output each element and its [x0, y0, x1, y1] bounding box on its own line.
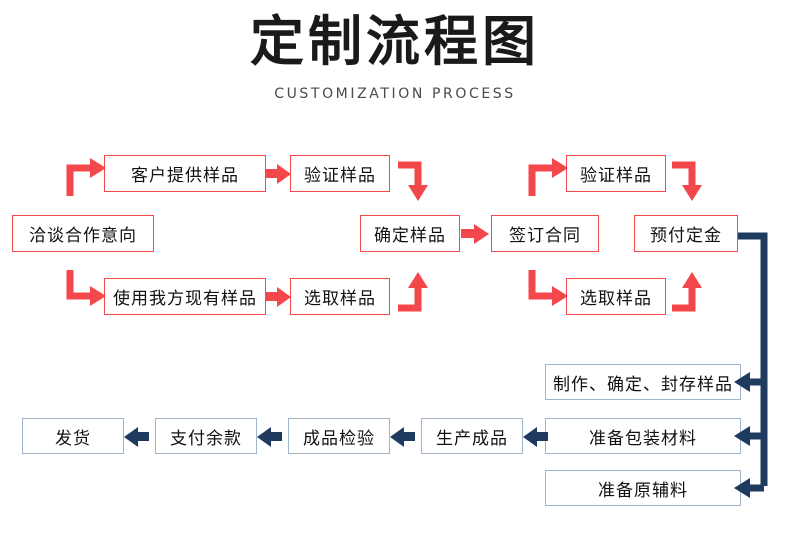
node-select-sample-left[interactable]: 选取样品	[290, 278, 390, 315]
node-ship-goods[interactable]: 发货	[22, 418, 124, 454]
arrow-elbow-up-right-to-customer-sample	[66, 158, 106, 196]
arrow-right-use-existing-to-select-sample	[266, 287, 291, 307]
arrow-elbow-right-up-from-select-sample-right	[672, 272, 702, 312]
arrow-left-produce-to-inspection	[390, 427, 415, 447]
node-use-our-existing-sample[interactable]: 使用我方现有样品	[104, 278, 266, 315]
arrow-left-packaging-to-produce	[523, 427, 548, 447]
arrow-elbow-right-up-from-select-sample-left	[398, 272, 428, 312]
arrow-elbow-right-down-from-verify-left	[398, 161, 428, 201]
arrow-elbow-right-down-from-verify-right	[672, 161, 702, 201]
node-pay-balance[interactable]: 支付余款	[155, 418, 257, 454]
arrow-elbow-down-right-to-use-existing-sample	[66, 270, 106, 306]
node-prepare-raw-material[interactable]: 准备原辅料	[545, 470, 741, 506]
page-title: 定制流程图	[250, 10, 540, 73]
node-negotiate-cooperation[interactable]: 洽谈合作意向	[12, 215, 154, 252]
node-verify-sample-right[interactable]: 验证样品	[566, 155, 666, 192]
node-select-sample-right[interactable]: 选取样品	[566, 278, 666, 315]
node-finished-product-inspection[interactable]: 成品检验	[288, 418, 390, 454]
node-prepare-packaging-material[interactable]: 准备包装材料	[545, 418, 741, 454]
blue-distribution-trunk	[734, 232, 768, 498]
arrow-left-inspection-to-pay-balance	[257, 427, 282, 447]
node-confirm-sample[interactable]: 确定样品	[360, 215, 460, 252]
arrow-elbow-down-right-to-select-sample-right	[528, 270, 568, 306]
arrow-left-pay-balance-to-ship	[124, 427, 149, 447]
arrow-elbow-up-right-to-verify-right	[528, 158, 568, 196]
node-verify-sample-left[interactable]: 验证样品	[290, 155, 390, 192]
arrow-right-confirm-sample-to-sign-contract	[461, 224, 489, 244]
node-prepay-deposit[interactable]: 预付定金	[634, 215, 738, 252]
node-customer-provides-sample[interactable]: 客户提供样品	[104, 155, 266, 192]
node-produce-finished-goods[interactable]: 生产成品	[421, 418, 523, 454]
arrow-right-customer-sample-to-verify	[266, 164, 291, 184]
node-sign-contract[interactable]: 签订合同	[491, 215, 599, 252]
page-subtitle: CUSTOMIZATION PROCESS	[274, 86, 516, 102]
node-make-confirm-seal-sample[interactable]: 制作、确定、封存样品	[545, 364, 741, 400]
